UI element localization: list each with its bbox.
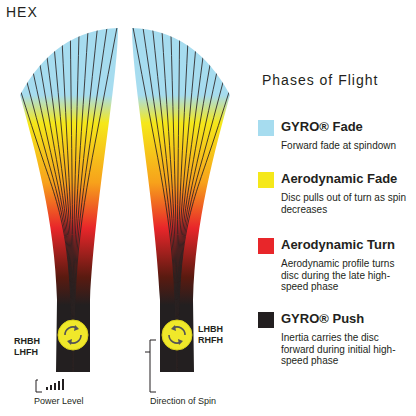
legend-swatch (258, 312, 274, 328)
flight-path-fan (20, 22, 118, 385)
legend-description: Inertia carries the disc forward during … (281, 332, 411, 367)
legend-label: GYRO® Fade (281, 120, 363, 135)
legend-heading: Phases of Flight (262, 72, 378, 88)
legend-label: GYRO® Push (281, 312, 364, 327)
throw-label: LHBH (198, 324, 223, 334)
legend-description: Forward fade at spindown (281, 140, 411, 152)
axis-label: Direction of Spin (150, 396, 216, 406)
flight-path-fan-mirrored (132, 22, 230, 385)
axis-label: Power Level (34, 396, 84, 406)
throw-label: LHFH (14, 347, 38, 357)
spin-circle (162, 320, 192, 350)
fan-strokes (20, 22, 118, 385)
legend-swatch (258, 238, 274, 254)
throw-label: RHBH (14, 336, 40, 346)
spin-bracket (145, 340, 156, 392)
legend-swatch (258, 120, 274, 136)
title: HEX (6, 4, 38, 20)
legend-description: Disc pulls out of turn as spin decreases (281, 192, 411, 215)
throw-label: RHFH (198, 335, 223, 345)
power-level-icon (36, 379, 64, 392)
legend-label: Aerodynamic Turn (281, 238, 395, 253)
legend-label: Aerodynamic Fade (281, 172, 397, 187)
spin-circle (58, 320, 88, 350)
legend-description: Aerodynamic profile turns disc during th… (281, 258, 411, 293)
legend-swatch (258, 172, 274, 188)
